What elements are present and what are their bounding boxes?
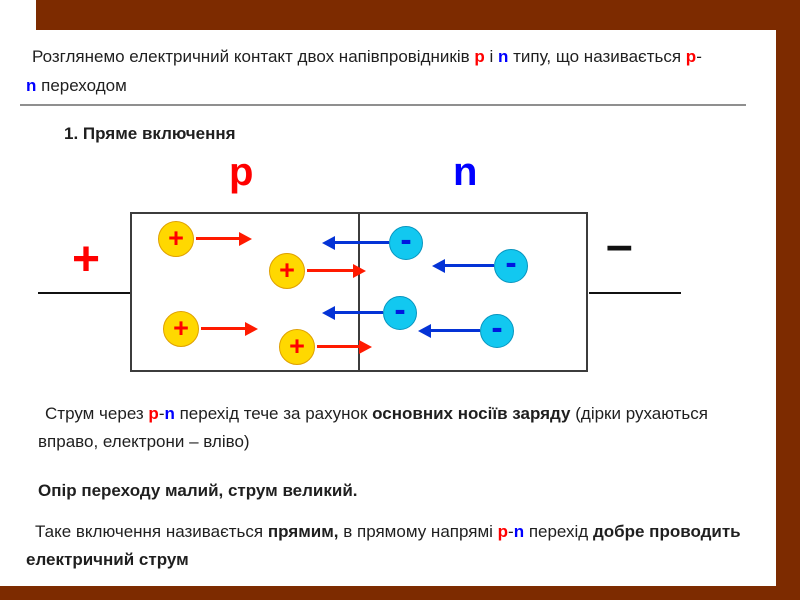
text-segment: p [497, 522, 509, 541]
text-segment: переходом [36, 76, 127, 96]
text-segment: p [148, 404, 159, 423]
text-segment: - [696, 47, 702, 66]
n-region-label: n [453, 150, 478, 194]
hole-carrier: + [158, 221, 194, 257]
hole-arrow [201, 327, 246, 330]
text-segment: Таке включення називається [35, 522, 268, 541]
text-segment: - [508, 522, 514, 541]
text-segment: перехід тече за рахунок [174, 404, 373, 423]
text-segment: p [685, 47, 697, 66]
text-segment: прямим, [267, 522, 339, 541]
frame-right-bar [776, 0, 800, 600]
electron-arrow [334, 241, 389, 244]
text-segment: перехід [524, 522, 593, 541]
plus-terminal: + [72, 233, 101, 286]
text-segment: - [158, 404, 165, 423]
minus-symbol: - [505, 244, 517, 282]
minus-terminal: – [606, 219, 633, 272]
hole-carrier: + [269, 253, 305, 289]
frame-bottom-bar [0, 586, 776, 600]
minus-symbol: - [491, 309, 503, 347]
text-segment: n [164, 404, 175, 423]
current-text: Струм через p-n перехід тече за рахунок … [38, 400, 742, 456]
electron-arrow [430, 329, 480, 332]
electron-arrow [334, 311, 383, 314]
hole-carrier: + [163, 311, 199, 347]
section-title: 1. Пряме включення [64, 124, 236, 143]
text-segment: в прямому напрямі [338, 522, 498, 541]
plus-symbol: + [279, 254, 295, 285]
minus-symbol: - [394, 291, 406, 329]
electron-carrier: - [383, 291, 417, 330]
minus-symbol: - [400, 221, 412, 259]
intro-text: Розглянемо електричний контакт двох напі… [26, 42, 702, 100]
hole-arrow [307, 269, 354, 272]
text-segment: Струм через [45, 404, 149, 423]
text-segment: n [497, 47, 509, 66]
junction-divider [358, 214, 360, 370]
hole-arrow [196, 237, 240, 240]
text-segment: (дірки рухаються вправо, електрони – влі… [38, 404, 708, 452]
plus-symbol: + [168, 222, 184, 253]
text-segment: p [474, 47, 485, 66]
p-region-label: p [229, 150, 254, 194]
hole-arrow [317, 345, 360, 348]
electron-carrier: - [480, 309, 514, 348]
text-segment: n [26, 76, 37, 96]
text-segment: основних носіїв заряду [372, 404, 571, 423]
plus-symbol: + [173, 312, 189, 343]
electron-carrier: - [389, 221, 423, 260]
conclusion-text: Таке включення називається прямим, в пря… [26, 518, 742, 574]
text-segment: Розглянемо електричний контакт двох напі… [32, 47, 475, 66]
electron-arrow [444, 264, 494, 267]
separator-line [20, 104, 746, 106]
text-segment: типу, що називається [508, 47, 686, 66]
electron-carrier: - [494, 244, 528, 283]
resistance-text: Опір переходу малий, струм великий. [38, 481, 358, 500]
hole-carrier: + [279, 329, 315, 365]
plus-symbol: + [289, 330, 305, 361]
text-segment: і [484, 47, 498, 66]
text-segment: n [513, 522, 525, 541]
left-wire [38, 292, 130, 294]
right-wire [589, 292, 681, 294]
text-segment: добре проводить електричний струм [26, 522, 741, 570]
frame-top-bar [36, 0, 800, 30]
